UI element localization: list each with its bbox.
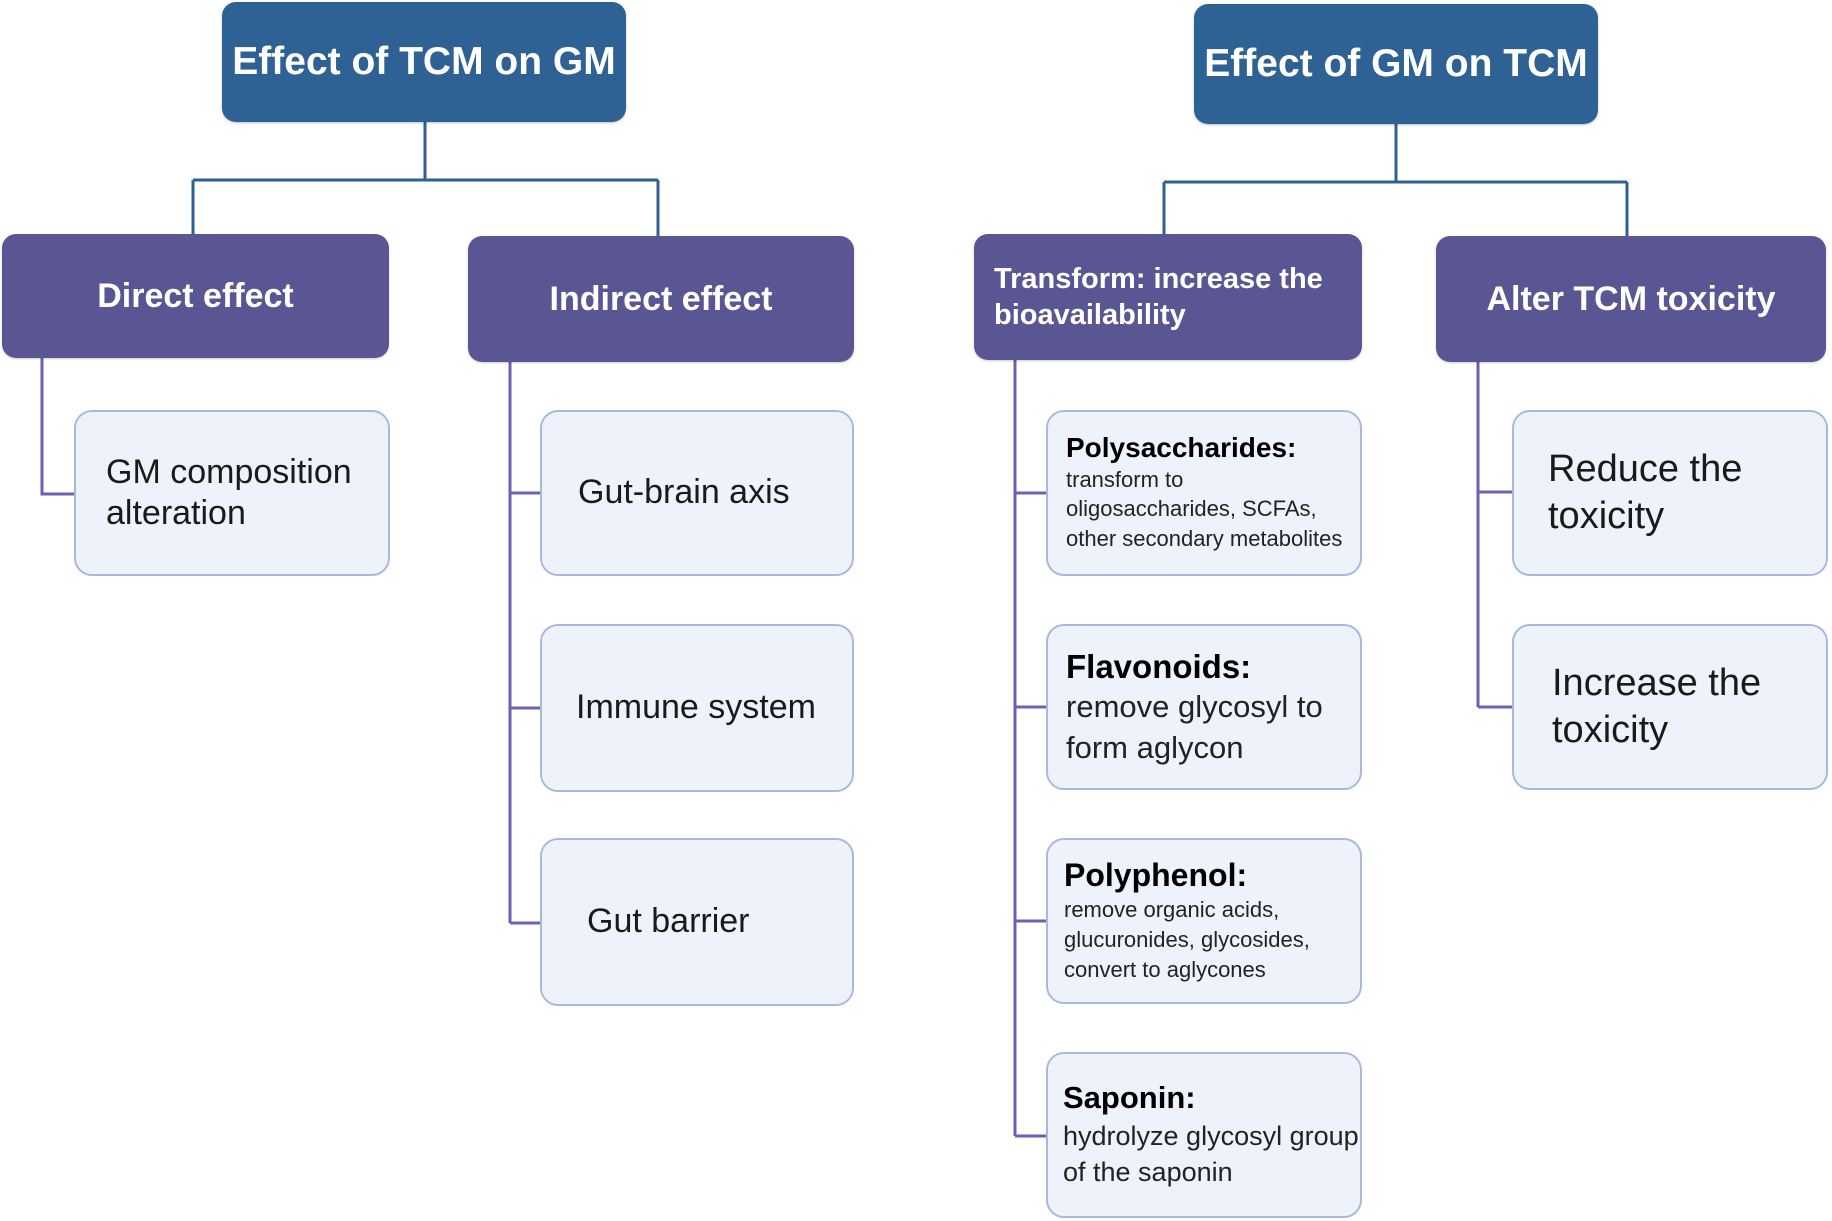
root-effect-gm-on-tcm: Effect of GM on TCM — [1194, 4, 1598, 124]
toxicity-connectors — [1476, 362, 1512, 709]
direct-effect-connectors — [40, 358, 74, 496]
leaf-increase-toxicity: Increase the toxicity — [1512, 624, 1828, 790]
leaf-body: remove organic acids, glucuronides, glyc… — [1064, 896, 1310, 983]
leaf-gm-composition-alteration: GM composition alteration — [74, 410, 390, 576]
root-effect-tcm-on-gm: Effect of TCM on GM — [222, 2, 626, 122]
leaf-heading: Polysaccharides: — [1066, 432, 1297, 464]
category-indirect-effect: Indirect effect — [468, 236, 854, 362]
leaf-heading: Saponin: — [1063, 1080, 1196, 1116]
transform-connectors — [1013, 360, 1046, 1138]
category-label: Direct effect — [97, 276, 294, 315]
left-root-connectors — [191, 122, 660, 236]
leaf-text: Reduce the toxicity — [1548, 447, 1743, 537]
leaf-body: remove glycosyl to form aglycon — [1066, 689, 1323, 765]
indirect-effect-connectors — [508, 362, 540, 925]
leaf-flavonoids: Flavonoids: remove glycosyl to form agly… — [1046, 624, 1362, 790]
leaf-body: hydrolyze glycosyl group of the saponin — [1063, 1120, 1359, 1188]
leaf-polysaccharides: Polysaccharides: transform to oligosacch… — [1046, 410, 1362, 576]
leaf-polyphenol: Polyphenol: remove organic acids, glucur… — [1046, 838, 1362, 1004]
leaf-text: Gut-brain axis — [578, 473, 790, 512]
leaf-saponin: Saponin: hydrolyze glycosyl group of the… — [1046, 1052, 1362, 1218]
right-root-connectors — [1162, 124, 1629, 236]
leaf-reduce-toxicity: Reduce the toxicity — [1512, 410, 1828, 576]
leaf-gut-barrier: Gut barrier — [540, 838, 854, 1006]
category-label: Indirect effect — [549, 279, 773, 318]
leaf-gut-brain-axis: Gut-brain axis — [540, 410, 854, 576]
root-title: Effect of GM on TCM — [1204, 42, 1588, 85]
leaf-text: GM composition alteration — [106, 452, 352, 532]
leaf-heading: Polyphenol: — [1064, 857, 1248, 894]
leaf-immune-system: Immune system — [540, 624, 854, 792]
leaf-text: Gut barrier — [587, 902, 750, 941]
root-title: Effect of TCM on GM — [232, 40, 616, 83]
category-transform-bioavailability: Transform: increase the bioavailability — [974, 234, 1362, 360]
leaf-text: Immune system — [576, 688, 816, 727]
leaf-body: transform to oligosaccharides, SCFAs, ot… — [1066, 466, 1343, 551]
category-label: Alter TCM toxicity — [1486, 279, 1776, 318]
leaf-text: Increase the toxicity — [1552, 661, 1762, 751]
category-direct-effect: Direct effect — [2, 234, 389, 358]
leaf-heading: Flavonoids: — [1066, 648, 1252, 686]
category-alter-tcm-toxicity: Alter TCM toxicity — [1436, 236, 1826, 362]
category-label: Transform: increase the bioavailability — [994, 262, 1323, 331]
